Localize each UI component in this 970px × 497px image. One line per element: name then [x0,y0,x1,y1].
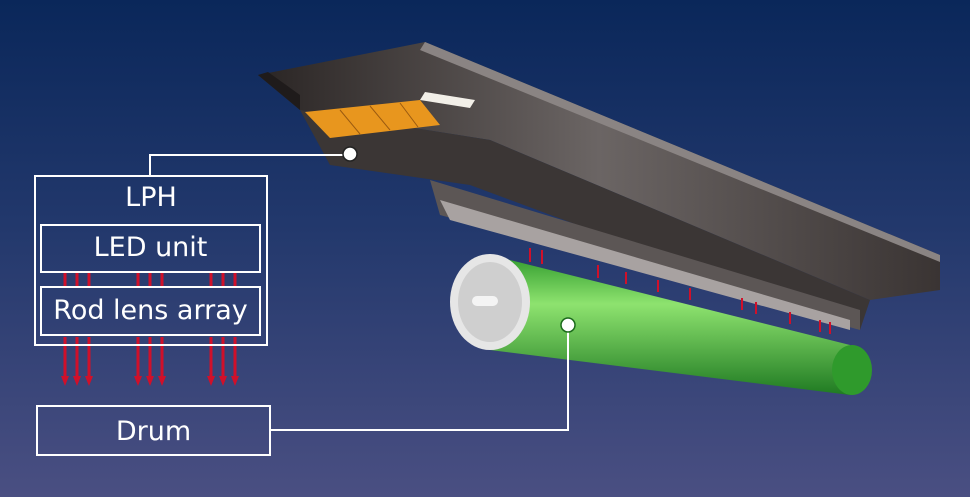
lph-box [34,175,268,346]
arrowhead [207,376,215,386]
led-unit-box [40,224,261,273]
lph-housing [258,42,940,330]
arrowhead [231,376,239,386]
led-unit-label: LED unit [93,232,208,263]
rod-lens-array-label: Rod lens array [53,295,248,326]
diagram-light-arrows [61,273,239,386]
arrowhead [219,376,227,386]
arrowhead [61,376,69,386]
arrowhead [158,376,166,386]
drum-cylinder [450,254,872,395]
arrowhead [85,376,93,386]
leader-lines [149,154,569,431]
connector [305,92,475,138]
lph-pointer-dot [342,146,358,162]
drum-label: Drum [115,416,192,447]
drum-pointer-dot [560,317,576,333]
arrowhead [73,376,81,386]
lph-label: LPH [125,182,177,213]
drum-box [36,405,271,456]
rod-lens-array-box [40,286,261,336]
arrowhead [134,376,142,386]
device-light-beams [529,248,831,334]
arrowhead [146,376,154,386]
